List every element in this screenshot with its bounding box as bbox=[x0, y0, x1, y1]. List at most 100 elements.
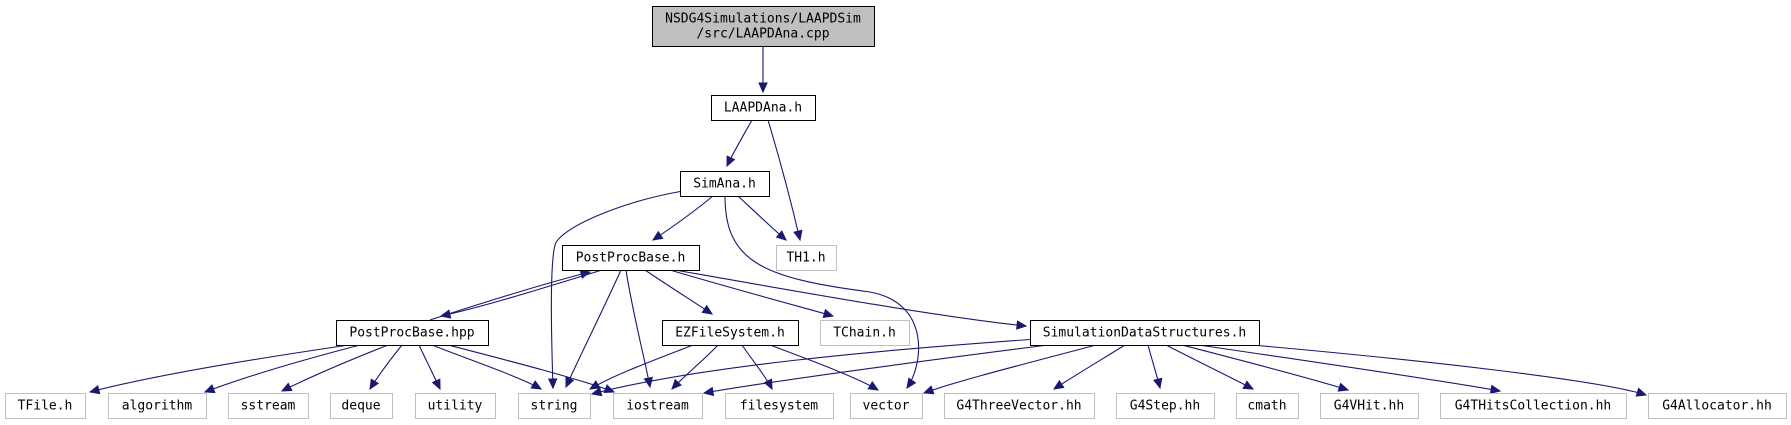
node-cmath: cmath bbox=[1236, 393, 1299, 419]
node-laapdana-h[interactable]: LAAPDAna.h bbox=[711, 95, 816, 121]
edge-arrowhead bbox=[651, 230, 664, 241]
node-box bbox=[1648, 393, 1787, 419]
edge-arrowhead bbox=[1153, 377, 1163, 390]
edge-simdatastructures_h-to-g4vhit_hh bbox=[1181, 344, 1350, 392]
edge-postprocbase_hpp-to-tfile_h bbox=[88, 344, 350, 395]
node-box bbox=[850, 393, 923, 419]
node-box bbox=[711, 95, 816, 121]
edge-line bbox=[589, 344, 694, 390]
edge-line bbox=[652, 195, 714, 241]
edge-postprocbase_h-to-string bbox=[565, 269, 622, 389]
node-label: NSDG4Simulations/LAAPDSim bbox=[665, 12, 861, 27]
edge-arrowhead bbox=[588, 380, 601, 390]
node-box bbox=[1236, 393, 1299, 419]
edge-arrowhead bbox=[701, 304, 714, 315]
node-box bbox=[680, 171, 770, 197]
node-label: filesystem bbox=[740, 399, 818, 414]
node-ezfilesystem-h[interactable]: EZFileSystem.h bbox=[662, 320, 799, 346]
edge-arrowhead bbox=[565, 376, 575, 389]
edge-line bbox=[923, 344, 1097, 394]
node-root: NSDG4Simulations/LAAPDSim/src/LAAPDAna.c… bbox=[652, 6, 875, 47]
edge-arrowhead bbox=[579, 269, 592, 279]
node-label: TChain.h bbox=[833, 326, 896, 341]
edge-arrowhead bbox=[867, 381, 880, 391]
edge-arrowhead bbox=[702, 386, 715, 397]
edge-postprocbase_h-to-tchain_h bbox=[669, 269, 835, 319]
edge-arrowhead bbox=[431, 378, 441, 391]
edge-simdatastructures_h-to-g4thitscollection_hh bbox=[1198, 344, 1502, 394]
node-utility: utility bbox=[415, 393, 496, 419]
node-label: SimAna.h bbox=[693, 177, 756, 192]
node-g4vhit-hh: G4VHit.hh bbox=[1320, 393, 1419, 419]
edge-line bbox=[769, 344, 879, 391]
edge-line bbox=[204, 344, 361, 393]
edge-line bbox=[625, 269, 651, 388]
node-postprocbase-h[interactable]: PostProcBase.h bbox=[562, 245, 700, 271]
edge-arrowhead bbox=[758, 82, 768, 94]
edge-simana_h-to-postprocbase_h bbox=[651, 195, 714, 241]
node-g4threevector-hh: G4ThreeVector.hh bbox=[944, 393, 1095, 419]
edge-root-to-laapdana_h bbox=[758, 46, 768, 94]
node-label: G4THitsCollection.hh bbox=[1455, 399, 1612, 414]
edge-line bbox=[565, 269, 622, 388]
node-box bbox=[415, 393, 496, 419]
node-label: EZFileSystem.h bbox=[675, 326, 785, 341]
edge-line bbox=[674, 269, 1027, 327]
edge-line bbox=[550, 190, 684, 389]
edge-arrowhead bbox=[1635, 387, 1648, 397]
edge-postprocbase_hpp-to-algorithm bbox=[203, 344, 361, 394]
edge-ezfilesystem_h-to-filesystem bbox=[741, 344, 773, 391]
edge-simdatastructures_h-to-string bbox=[590, 338, 1038, 397]
edge-postprocbase_h-to-iostream bbox=[625, 269, 653, 389]
edge-postprocbase_hpp-to-string bbox=[431, 344, 543, 390]
node-label: G4VHit.hh bbox=[1334, 399, 1404, 414]
node-box bbox=[662, 320, 799, 346]
node-label: G4ThreeVector.hh bbox=[956, 399, 1081, 414]
node-label: deque bbox=[341, 399, 380, 414]
node-label: TH1.h bbox=[786, 251, 825, 266]
edge-arrowhead bbox=[88, 384, 101, 395]
edge-line bbox=[1198, 344, 1501, 392]
edge-arrowhead bbox=[590, 386, 603, 397]
edge-arrowhead bbox=[643, 376, 653, 389]
node-box bbox=[518, 393, 591, 419]
edge-simdatastructures_h-to-g4threevector_hh bbox=[1052, 344, 1126, 390]
node-algorithm: algorithm bbox=[108, 393, 207, 419]
node-label: iostream bbox=[626, 399, 689, 414]
edge-line bbox=[89, 344, 350, 393]
edge-line bbox=[591, 338, 1038, 395]
node-box bbox=[228, 393, 309, 419]
edge-line bbox=[431, 344, 542, 390]
edges-layer bbox=[88, 46, 1648, 397]
node-label: cmath bbox=[1247, 399, 1286, 414]
edge-arrowhead bbox=[775, 230, 787, 241]
node-tchain-h: TChain.h bbox=[820, 320, 910, 346]
node-th1-h: TH1.h bbox=[776, 245, 837, 271]
node-postprocbase-hpp[interactable]: PostProcBase.hpp bbox=[336, 320, 489, 346]
edge-line bbox=[1251, 344, 1647, 396]
node-simdatastructures-h[interactable]: SimulationDataStructures.h bbox=[1030, 320, 1260, 346]
node-label: LAAPDAna.h bbox=[724, 101, 802, 116]
edge-postprocbase_hpp-to-utility bbox=[418, 344, 441, 391]
edge-arrowhead bbox=[906, 377, 917, 390]
edge-arrowhead bbox=[671, 378, 682, 390]
edge-simana_h-to-th1_h bbox=[737, 195, 787, 241]
node-label: TFile.h bbox=[18, 399, 73, 414]
edge-postprocbase_hpp-to-iostream bbox=[447, 344, 616, 394]
edge-arrowhead bbox=[1242, 380, 1255, 390]
edge-postprocbase_h-to-simdatastructures_h bbox=[674, 269, 1028, 330]
edge-arrowhead bbox=[1052, 379, 1065, 390]
edge-line bbox=[671, 344, 719, 390]
node-g4thitscollection-hh: G4THitsCollection.hh bbox=[1440, 393, 1627, 419]
node-label: PostProcBase.h bbox=[576, 251, 686, 266]
node-label: utility bbox=[428, 399, 483, 414]
node-box bbox=[652, 6, 875, 47]
node-simana-h[interactable]: SimAna.h bbox=[680, 171, 770, 197]
edge-arrowhead bbox=[793, 229, 803, 242]
edge-line bbox=[1181, 344, 1349, 391]
node-iostream: iostream bbox=[613, 393, 703, 419]
edge-postprocbase_h-to-ezfilesystem_h bbox=[644, 269, 714, 315]
edge-simdatastructures_h-to-vector bbox=[922, 344, 1097, 395]
edge-line bbox=[724, 195, 920, 389]
edge-arrowhead bbox=[763, 378, 773, 391]
